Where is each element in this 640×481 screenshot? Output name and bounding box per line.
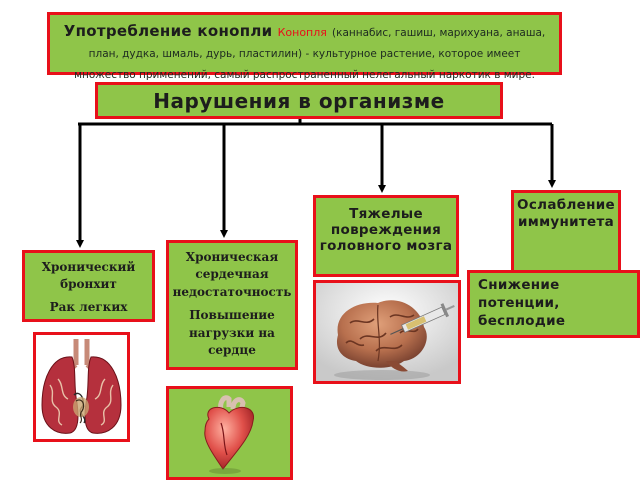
header-word: Конопля (277, 26, 327, 39)
heart-load-text: Повышение нагрузки на сердце (189, 308, 275, 357)
subtitle-box: Нарушения в организме (95, 82, 503, 119)
brain-image (313, 280, 461, 384)
subtitle-text: Нарушения в организме (153, 89, 445, 113)
brain-damage-box: Тяжелые повреждения головного мозга (313, 195, 459, 277)
brain-damage-text: Тяжелые повреждения головного мозга (319, 206, 453, 255)
heart-failure-text: Хроническая сердечная недостаточность (172, 250, 292, 299)
bronchitis-box: Хронический бронхит Рак легких (22, 250, 155, 322)
immunity-box: Ослабление иммунитета (511, 190, 621, 276)
lung-cancer-text: Рак легких (49, 299, 128, 314)
bronchitis-text: Хронический бронхит (41, 260, 136, 291)
lungs-image (33, 332, 130, 442)
heart-failure-box: Хроническая сердечная недостаточность По… (166, 240, 298, 370)
potency-box: Снижение потенции, бесплодие (467, 270, 640, 338)
header-title: Употребление конопли (63, 22, 273, 40)
immunity-text: Ослабление иммунитета (517, 197, 615, 230)
header-box: Употребление конопли Конопля (каннабис, … (47, 12, 562, 81)
header-text: (каннабис, гашиш, марихуана, анаша, план… (74, 27, 546, 81)
potency-text: Снижение потенции, бесплодие (478, 277, 566, 330)
heart-image (166, 386, 293, 480)
